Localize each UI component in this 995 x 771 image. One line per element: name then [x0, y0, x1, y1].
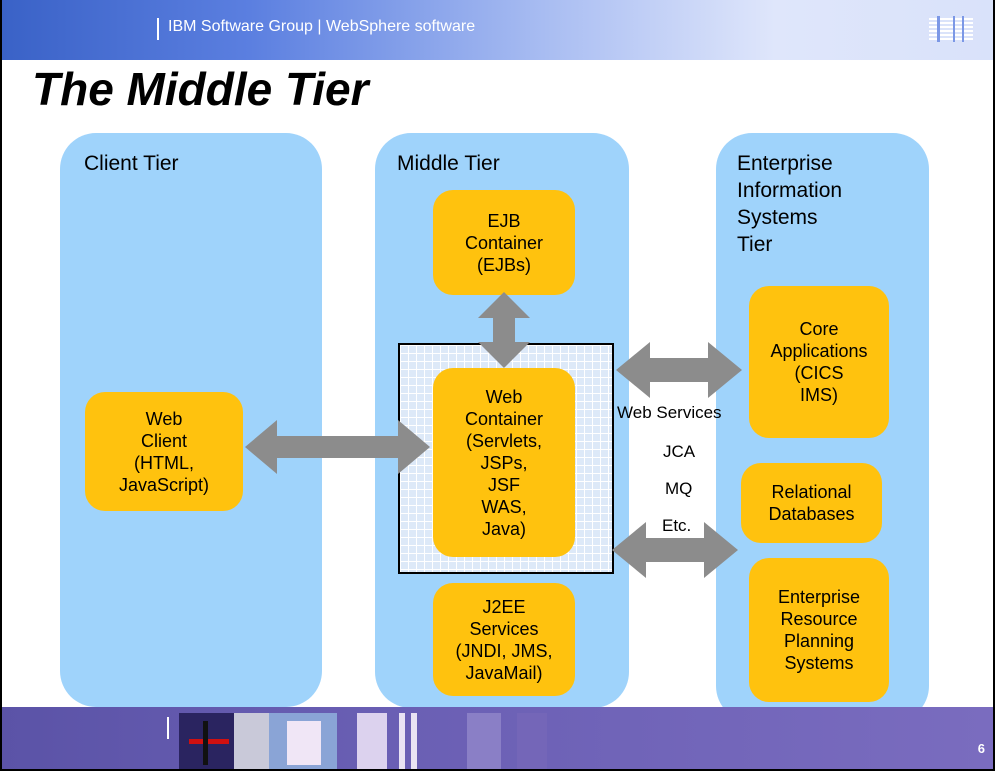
ibm-logo-icon [929, 16, 973, 42]
page-number: 6 [977, 741, 985, 756]
slide-header: IBM Software Group | WebSphere software [2, 0, 993, 60]
erp-systems-label: Enterprise Resource Planning Systems [777, 587, 861, 673]
relational-databases-box: Relational Databases [741, 463, 882, 543]
protocol-mq: MQ [665, 479, 693, 498]
client-tier-label: Client Tier [84, 152, 179, 175]
relational-databases-label: Relational Databases [768, 482, 855, 524]
header-separator [157, 18, 159, 40]
footer-image-strip-icon [167, 713, 547, 769]
protocol-etc: Etc. [662, 516, 692, 535]
j2ee-services-label: J2EE Services (JNDI, JMS, JavaMail) [455, 596, 553, 683]
web-container-box: Web Container (Servlets, JSPs, JSF WAS, … [433, 368, 575, 557]
web-client-box: Web Client (HTML, JavaScript) [85, 392, 243, 511]
protocol-web-services: Web Services [617, 403, 722, 422]
middle-tier-label: Middle Tier [397, 152, 500, 175]
header-group-label: IBM Software Group | WebSphere software [168, 18, 476, 35]
slide-title: The Middle Tier [32, 63, 369, 115]
ejb-container-box: EJB Container (EJBs) [433, 190, 575, 295]
j2ee-services-box: J2EE Services (JNDI, JMS, JavaMail) [433, 583, 575, 696]
web-container-label: Web Container (Servlets, JSPs, JSF WAS, … [464, 386, 544, 539]
protocol-jca: JCA [663, 442, 696, 461]
ejb-container-label: EJB Container (EJBs) [464, 210, 544, 275]
slide-footer: 6 [2, 707, 993, 769]
eis-tier-label: Enterprise Information Systems Tier [737, 152, 843, 256]
core-applications-label: Core Applications (CICS IMS) [770, 319, 868, 405]
web-client-label: Web Client (HTML, JavaScript) [118, 408, 210, 495]
core-applications-box: Core Applications (CICS IMS) [749, 286, 889, 438]
erp-systems-box: Enterprise Resource Planning Systems [749, 558, 889, 702]
